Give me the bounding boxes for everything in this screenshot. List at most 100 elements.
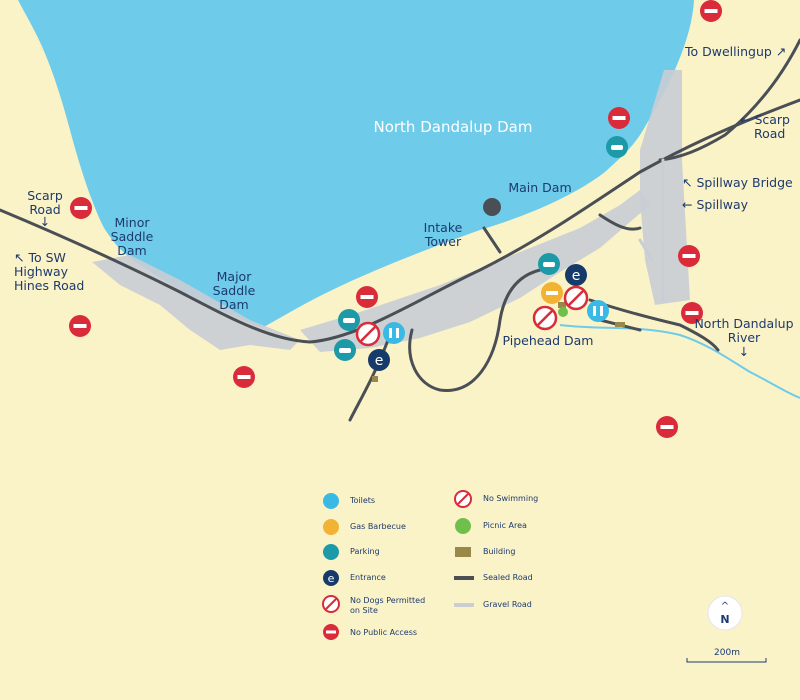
no-access-icon xyxy=(656,416,678,438)
picnic-icon xyxy=(455,518,471,534)
spillway-label: ← Spillway xyxy=(682,197,749,212)
sealed-roads xyxy=(0,38,800,422)
scale-label: 200m xyxy=(714,648,740,658)
spillway-bridge-label: ↖ Spillway Bridge xyxy=(682,175,793,190)
sealed-road-swatch xyxy=(454,576,474,580)
parking-icon xyxy=(606,136,628,158)
legend-picnic-label: Picnic Area xyxy=(483,521,527,530)
no-swimming-icon xyxy=(532,305,558,331)
major-saddle-label-2: Saddle xyxy=(213,283,256,298)
legend-toilets-label: Toilets xyxy=(349,496,375,505)
compass-icon xyxy=(707,595,743,631)
no-access-icon xyxy=(681,302,703,324)
barbecue-icon xyxy=(323,519,339,535)
toilets-icon xyxy=(587,300,609,322)
svg-text:e: e xyxy=(328,572,335,585)
compass-letter: N xyxy=(720,613,729,626)
north-dandalup-river xyxy=(559,324,800,399)
legend-barbecue: Gas Barbecue xyxy=(323,519,406,535)
no-access-icon xyxy=(70,197,92,219)
parking-icon xyxy=(334,339,356,361)
legend-gravel-road: Gravel Road xyxy=(454,600,532,609)
no-access-icon xyxy=(233,366,255,388)
no-dogs-icon xyxy=(322,595,340,613)
legend-picnic: Picnic Area xyxy=(455,518,527,534)
parking-icon xyxy=(338,309,360,331)
legend-building-label: Building xyxy=(483,547,515,556)
scarp-road-left-label-2: Road xyxy=(29,202,60,217)
no-access-icon xyxy=(678,245,700,267)
svg-text:e: e xyxy=(375,353,384,369)
river-label-1: North Dandalup xyxy=(694,316,793,331)
dam-title: North Dandalup Dam xyxy=(373,118,532,136)
legend-parking: Parking xyxy=(323,544,380,560)
no-access-icon xyxy=(700,0,722,22)
entrance-icon: e xyxy=(368,349,390,371)
toilets-icon xyxy=(323,493,339,509)
legend-entrance-label: Entrance xyxy=(350,573,386,582)
intake-tower-label-1: Intake xyxy=(424,220,463,235)
no-dogs-icon xyxy=(355,321,381,347)
main-dam-label: Main Dam xyxy=(508,180,571,195)
major-saddle-label-3: Dam xyxy=(219,297,248,312)
picnic-icon xyxy=(558,307,568,317)
no-access-icon xyxy=(356,286,378,308)
no-dogs-icon xyxy=(563,285,589,311)
gravel-road-swatch xyxy=(454,603,474,607)
legend-gravel-road-label: Gravel Road xyxy=(483,600,532,609)
intake-tower-label-2: Tower xyxy=(424,234,462,249)
building-icon xyxy=(455,547,471,557)
to-dwellingup-label: To Dwellingup ↗ xyxy=(684,44,786,59)
legend-no-dogs: No Dogs Permitted on Site xyxy=(322,595,425,615)
minor-saddle-label-2: Saddle xyxy=(111,229,154,244)
river-label-arrow: ↓ xyxy=(739,344,749,359)
gravel-roads xyxy=(638,158,665,302)
minor-saddle-label-1: Minor xyxy=(115,215,151,230)
scarp-road-right-label-1: ← Scarp xyxy=(740,112,790,127)
scarp-road-left-arrow: ↓ xyxy=(40,214,50,229)
no-access-icon xyxy=(608,107,630,129)
legend-building: Building xyxy=(455,547,515,557)
facility-icons: e e xyxy=(334,136,628,371)
legend-no-access: No Public Access xyxy=(323,624,417,640)
parking-icon xyxy=(323,544,339,560)
no-access-icon xyxy=(323,624,339,640)
entrance-icon: e xyxy=(565,264,587,286)
legend-no-dogs-label-1: No Dogs Permitted xyxy=(350,596,425,605)
no-access-icon xyxy=(69,315,91,337)
legend-barbecue-label: Gas Barbecue xyxy=(350,522,406,531)
toilets-icon xyxy=(383,322,405,344)
legend-entrance: e Entrance xyxy=(323,570,386,586)
compass-arrow: ^ xyxy=(721,601,729,612)
legend-toilets: Toilets xyxy=(323,493,375,509)
major-saddle-label-1: Major xyxy=(217,269,253,284)
legend-no-access-label: No Public Access xyxy=(350,628,417,637)
legend-no-dogs-label-2: on Site xyxy=(350,606,378,615)
river-label-2: River xyxy=(728,330,761,345)
scale-bar: 200m xyxy=(686,648,767,663)
parking-icon xyxy=(538,253,560,275)
no-swimming-icon xyxy=(454,490,472,508)
spillway-structure xyxy=(640,70,690,305)
scarp-road-right-label-2: Road xyxy=(754,126,785,141)
scarp-road-left-label-1: Scarp xyxy=(27,188,63,203)
legend-no-swimming: No Swimming xyxy=(454,490,538,508)
barbecue-icon xyxy=(541,282,563,304)
legend-parking-label: Parking xyxy=(350,547,380,556)
to-sw-label-2: Highway xyxy=(14,264,69,279)
legend-sealed-road-label: Sealed Road xyxy=(483,573,533,582)
to-sw-label-3: Hines Road xyxy=(14,278,84,293)
intake-tower-marker xyxy=(483,198,501,216)
legend: Toilets Gas Barbecue Parking e Entrance … xyxy=(322,490,538,640)
no-access-markers xyxy=(69,0,722,438)
entrance-icon xyxy=(323,570,339,586)
reservoir-water xyxy=(18,0,694,328)
legend-no-swimming-label: No Swimming xyxy=(483,494,538,503)
to-sw-label-1: ↖ To SW xyxy=(14,250,66,265)
minor-saddle-label-3: Dam xyxy=(117,243,146,258)
pipehead-dam-label: Pipehead Dam xyxy=(502,333,593,348)
svg-text:e: e xyxy=(572,268,581,284)
map-buildings xyxy=(372,302,625,382)
legend-sealed-road: Sealed Road xyxy=(454,573,533,582)
